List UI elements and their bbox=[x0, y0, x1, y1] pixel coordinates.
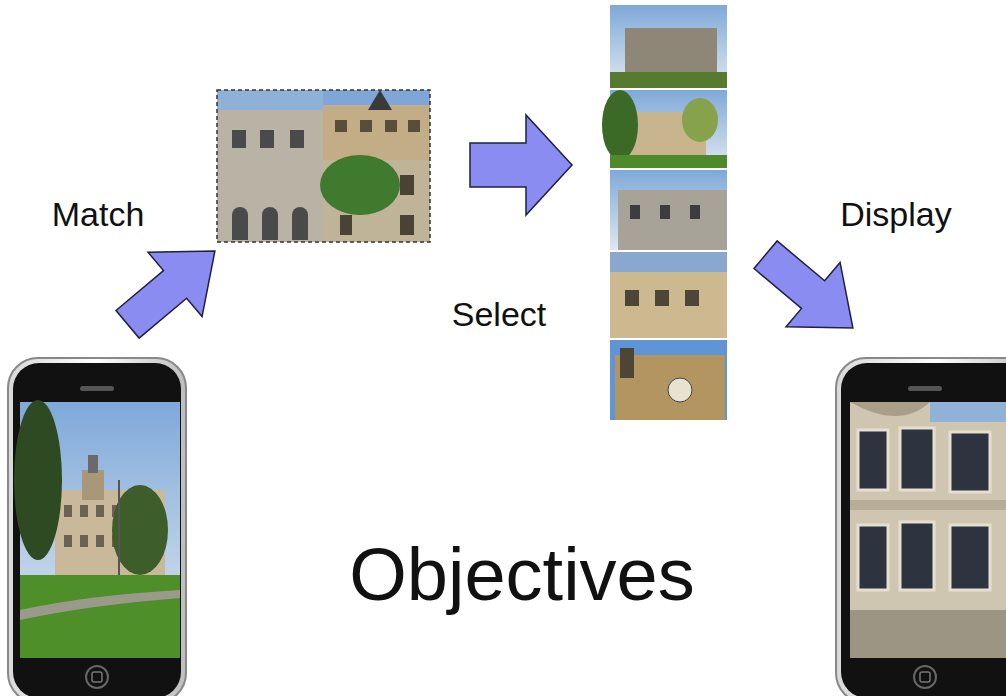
step-label: Match bbox=[52, 196, 145, 233]
matched-collage bbox=[217, 90, 430, 242]
flow-arrows bbox=[101, 115, 880, 360]
step-label: Display bbox=[840, 196, 951, 233]
phone-left bbox=[8, 358, 186, 696]
slide-title: Objectives bbox=[349, 534, 694, 615]
phone-right bbox=[836, 358, 1006, 696]
selected-photos bbox=[602, 5, 727, 420]
step-label: Select bbox=[452, 296, 547, 333]
